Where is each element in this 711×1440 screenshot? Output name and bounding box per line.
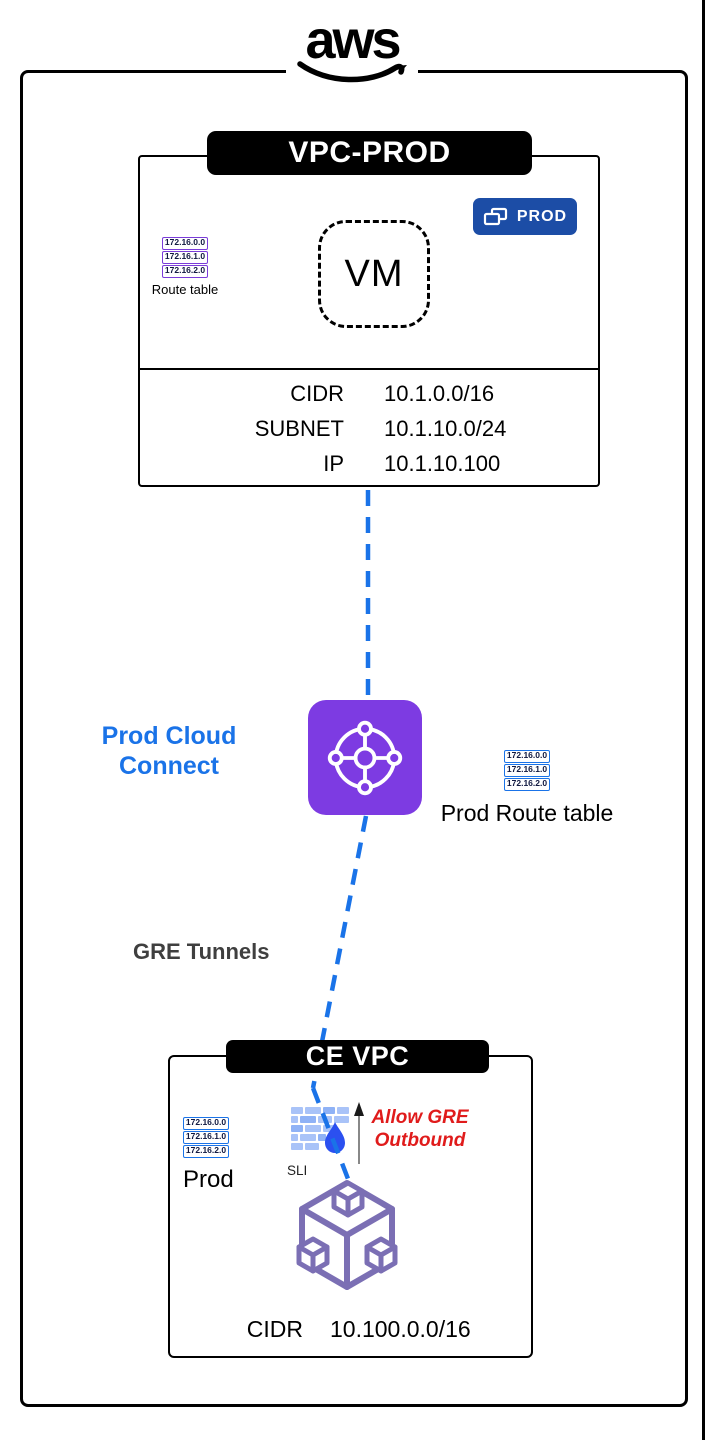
up-arrow-icon — [354, 1102, 364, 1164]
ce-vpc-title: CE VPC — [226, 1040, 489, 1073]
vpc-prod-route-table: 172.16.0.0 172.16.1.0 172.16.2.0 Route t… — [105, 237, 265, 297]
route-entry: 172.16.2.0 — [183, 1145, 229, 1158]
detail-label: IP — [323, 451, 344, 476]
gre-tunnels-label: GRE Tunnels — [133, 939, 270, 964]
detail-value: 10.1.10.0/24 — [384, 416, 507, 441]
route-table-label: Route table — [151, 282, 219, 297]
route-entry: 172.16.0.0 — [183, 1117, 229, 1130]
transit-gateway-icon — [327, 720, 403, 795]
sli-label: SLI — [287, 1163, 308, 1178]
detail-row: CIDR 10.1.0.0/16 — [139, 381, 599, 407]
route-entry: 172.16.1.0 — [162, 251, 208, 264]
detail-label: CIDR — [290, 381, 344, 406]
detail-value: 10.1.10.100 — [384, 451, 501, 476]
vpc-prod-title: VPC-PROD — [207, 131, 532, 175]
route-table-label: Prod — [183, 1166, 234, 1193]
prod-route-table: 172.16.0.0 172.16.1.0 172.16.2.0 Prod Ro… — [441, 750, 613, 827]
aws-logo-text: aws — [305, 10, 401, 70]
detail-value: 10.1.0.0/16 — [384, 381, 495, 406]
instances-icon — [483, 207, 507, 226]
ce-vpc-details: CIDR 10.100.0.0/16 — [170, 1316, 530, 1343]
ce-route-table: 172.16.0.0 172.16.1.0 172.16.2.0 Prod — [183, 1117, 234, 1194]
vm-node: VM — [318, 220, 430, 328]
prod-badge: PROD — [473, 198, 577, 235]
detail-value: 10.100.0.0/16 — [330, 1316, 471, 1342]
page-edge-line — [702, 0, 705, 1440]
detail-label: CIDR — [246, 1316, 303, 1342]
allow-gre-note: Allow GRE Outbound — [371, 1107, 469, 1151]
detail-row: SUBNET 10.1.10.0/24 — [139, 416, 599, 442]
detail-label: SUBNET — [254, 416, 344, 441]
cluster-cubes-icon — [296, 1180, 398, 1290]
route-entry: 172.16.0.0 — [504, 750, 550, 763]
vm-label: VM — [344, 252, 404, 295]
aws-logo: aws — [286, 12, 418, 104]
firewall-icon — [291, 1107, 349, 1153]
route-entry: 172.16.1.0 — [504, 764, 550, 777]
vpc-prod-details: CIDR 10.1.0.0/16 SUBNET 10.1.10.0/24 IP … — [139, 368, 599, 488]
route-entry: 172.16.2.0 — [504, 778, 550, 791]
route-entry: 172.16.1.0 — [183, 1131, 229, 1144]
detail-row: IP 10.1.10.100 — [139, 451, 599, 477]
route-table-label: Prod Route table — [440, 800, 614, 826]
route-entry: 172.16.2.0 — [162, 265, 208, 278]
cloud-connect-label: Prod Cloud Connect — [101, 722, 237, 780]
route-entry: 172.16.0.0 — [162, 237, 208, 250]
prod-badge-label: PROD — [516, 207, 568, 225]
aws-smile-icon — [297, 61, 407, 83]
transit-gateway-node — [308, 700, 422, 815]
